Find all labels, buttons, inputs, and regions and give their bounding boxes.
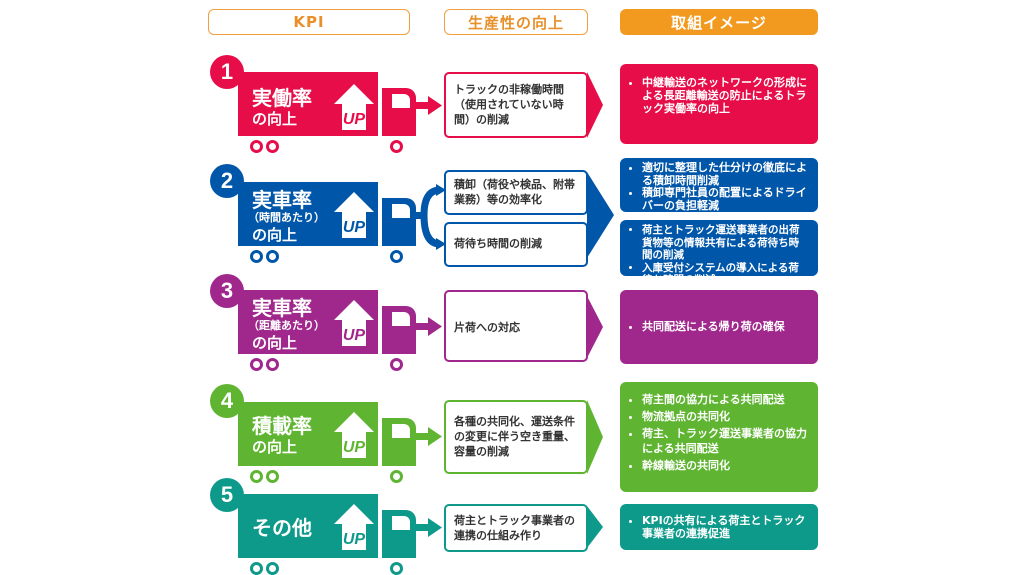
row2-kpi-tail: の向上 xyxy=(252,226,298,244)
row1-initiative-item: 中継輸送のネットワークの形成による長距離輸送の防止によるトラック実働率の向上 xyxy=(642,76,808,115)
truck-wheel xyxy=(250,358,263,371)
row4-initiative-item: 荷主間の協力による共同配送 xyxy=(642,392,808,407)
truck-wheel xyxy=(390,470,403,483)
row4-initiative-item: 物流拠点の共同化 xyxy=(642,409,808,424)
row2-productivity-box-2: 荷待ち時間の削減 xyxy=(444,222,588,267)
row2-kpi-sub: （時間あたり） xyxy=(248,211,325,224)
row4-initiatives-box: 荷主間の協力による共同配送 物流拠点の共同化 荷主、トラック運送事業者の協力によ… xyxy=(620,382,818,492)
truck-wheel xyxy=(266,250,279,263)
row5-productivity-box: 荷主とトラック事業者の連携の仕組み作り xyxy=(444,504,588,552)
row2-productivity-box-1: 積卸（荷役や検品、附帯業務）等の効率化 xyxy=(444,170,588,215)
row4-kpi-tail: の向上 xyxy=(252,438,298,456)
up-label: UP xyxy=(343,327,366,344)
header-initiatives: 取組イメージ xyxy=(620,9,818,35)
row3-productivity-box: 片荷への対応 xyxy=(444,290,588,362)
row2-kpi-main: 実車率 xyxy=(252,188,312,212)
truck-wheel xyxy=(250,562,263,575)
up-label: UP xyxy=(343,219,366,236)
row5-initiatives-box: KPIの共有による荷主とトラック事業者の連携促進 xyxy=(620,504,818,550)
row2-initiatives-box-2: 荷主とトラック運送事業者の出荷貨物等の情報共有による荷待ち時間の削減 入庫受付シ… xyxy=(620,220,818,286)
header-kpi: KPI xyxy=(208,9,410,35)
up-arrow-icon: UP xyxy=(334,300,374,346)
up-label: UP xyxy=(343,531,366,548)
row1-initiatives-box: 中継輸送のネットワークの形成による長距離輸送の防止によるトラック実働率の向上 xyxy=(620,64,818,144)
row4-kpi-main: 積載率 xyxy=(252,414,312,438)
truck-window xyxy=(392,312,410,326)
row2-initiative-item: 積卸専門社員の配置によるドライバーの負担軽減 xyxy=(642,186,808,212)
truck-wheel xyxy=(266,562,279,575)
row2-arrows xyxy=(408,172,614,258)
row2-initiative-item: 入庫受付システムの導入による荷待ち時間の削減 xyxy=(642,262,808,287)
row3-kpi-sub: （距離あたり） xyxy=(248,319,325,332)
truck-wheel xyxy=(266,140,279,153)
row2-productivity-text-1: 積卸（荷役や検品、附帯業務）等の効率化 xyxy=(454,178,575,206)
row2-initiative-item: 適切に整理した仕分けの徹底による積卸時間削減 xyxy=(642,161,808,187)
truck-wheel xyxy=(390,250,403,263)
row5-arrows xyxy=(408,506,603,548)
row4-initiative-item: 幹線輸送の共同化 xyxy=(642,458,808,473)
row5-kpi-main: その他 xyxy=(252,516,312,540)
truck-wheel xyxy=(390,358,403,371)
up-label: UP xyxy=(343,111,366,128)
truck-window xyxy=(392,94,410,108)
truck-wheel xyxy=(390,140,403,153)
row4-productivity-text: 各種の共同化、運送条件の変更に伴う空き重量、容量の削減 xyxy=(454,415,575,458)
row1-kpi-tail: の向上 xyxy=(252,110,298,128)
row1-arrows xyxy=(408,72,603,138)
up-label: UP xyxy=(343,439,366,456)
up-arrow-icon: UP xyxy=(334,84,374,130)
truck-wheel xyxy=(390,562,403,575)
row4-arrows xyxy=(408,400,603,474)
row3-initiatives-box: 共同配送による帰り荷の確保 xyxy=(620,290,818,364)
truck-window xyxy=(392,204,410,218)
header-productivity: 生産性の向上 xyxy=(444,9,588,35)
row3-arrows xyxy=(408,296,603,358)
row2-initiative-item: 荷主とトラック運送事業者の出荷貨物等の情報共有による荷待ち時間の削減 xyxy=(642,224,808,262)
truck-window xyxy=(392,516,410,530)
row5-initiative-item: KPIの共有による荷主とトラック事業者の連携促進 xyxy=(642,514,808,540)
row3-productivity-text: 片荷への対応 xyxy=(454,321,520,334)
truck-wheel xyxy=(250,140,263,153)
row1-productivity-box: トラックの非稼働時間（使用されていない時間）の削減 xyxy=(444,72,588,138)
row2-productivity-text-2: 荷待ち時間の削減 xyxy=(454,237,542,250)
row3-kpi-main: 実車率 xyxy=(252,296,312,320)
row1-productivity-text: トラックの非稼働時間（使用されていない時間）の削減 xyxy=(454,83,564,126)
row3-initiative-item: 共同配送による帰り荷の確保 xyxy=(642,320,808,333)
row4-initiative-item: 荷主、トラック運送事業者の協力による共同配送 xyxy=(642,426,808,456)
row5-productivity-text: 荷主とトラック事業者の連携の仕組み作り xyxy=(454,514,575,542)
up-arrow-icon: UP xyxy=(334,412,374,458)
truck-wheel xyxy=(250,250,263,263)
row3-kpi-tail: の向上 xyxy=(252,334,298,352)
row4-productivity-box: 各種の共同化、運送条件の変更に伴う空き重量、容量の削減 xyxy=(444,400,588,474)
truck-wheel xyxy=(266,470,279,483)
up-arrow-icon: UP xyxy=(334,504,374,550)
row2-initiatives-box-1: 適切に整理した仕分けの徹底による積卸時間削減 積卸専門社員の配置によるドライバー… xyxy=(620,158,818,212)
truck-window xyxy=(392,424,410,438)
truck-wheel xyxy=(266,358,279,371)
row1-kpi-main: 実働率 xyxy=(252,86,312,110)
truck-wheel xyxy=(250,470,263,483)
up-arrow-icon: UP xyxy=(334,192,374,238)
